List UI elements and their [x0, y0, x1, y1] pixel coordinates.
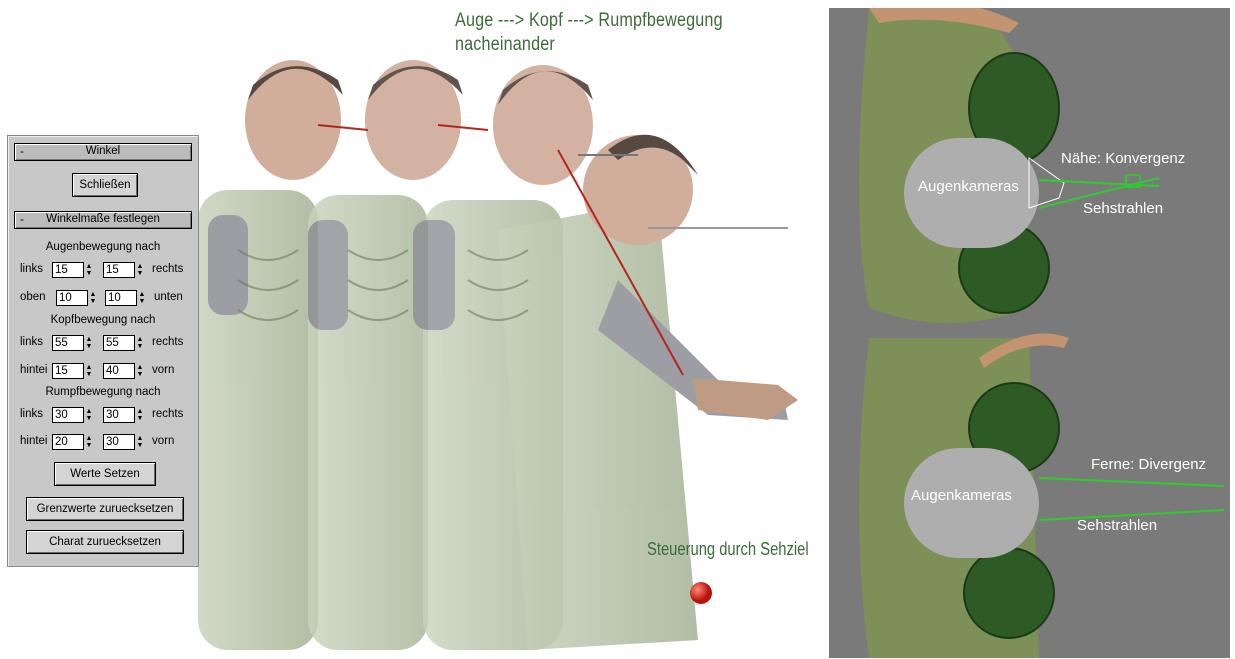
torso-back-label: hintei [20, 435, 48, 447]
character-sequence-scene [198, 0, 818, 659]
head-left-spinner[interactable]: 55▲▼ [52, 335, 96, 351]
spinner-arrows-icon[interactable]: ▲▼ [135, 364, 145, 378]
head-right-label: rechts [152, 336, 183, 348]
head-back-label: hintei [20, 364, 48, 376]
upper-rays-label: Sehstrahlen [1083, 200, 1163, 217]
torso-forward-spinner[interactable]: 30▲▼ [103, 434, 147, 450]
eye-down-label: unten [154, 291, 183, 303]
torso-left-label: links [20, 408, 43, 420]
eye-right-label: rechts [152, 263, 183, 275]
torso-forward-label: vorn [152, 435, 174, 447]
spinner-arrows-icon[interactable]: ▲▼ [84, 435, 94, 449]
eye-heading: Augenbewegung nach [8, 241, 198, 253]
torso-right-label: rechts [152, 408, 183, 420]
spinner-arrows-icon[interactable]: ▲▼ [84, 336, 94, 350]
gaze-target-sphere[interactable] [688, 580, 714, 606]
spinner-arrows-icon[interactable]: ▲▼ [84, 408, 94, 422]
lower-rays-label: Sehstrahlen [1077, 517, 1157, 534]
torso-right-spinner[interactable]: 30▲▼ [103, 407, 147, 423]
eye-left-spinner[interactable]: 15▲▼ [52, 262, 96, 278]
spinner-arrows-icon[interactable]: ▲▼ [135, 435, 145, 449]
reset-character-button[interactable]: Charat zuruecksetzen [26, 530, 184, 554]
head-forward-spinner[interactable]: 40▲▼ [103, 363, 147, 379]
eye-down-spinner[interactable]: 10▲▼ [105, 290, 149, 306]
eye-up-spinner[interactable]: 10▲▼ [56, 290, 100, 306]
angle-control-panel: - Winkel Schließen - Winkelmaße festlege… [7, 135, 199, 567]
head-right-spinner[interactable]: 55▲▼ [103, 335, 147, 351]
set-values-button[interactable]: Werte Setzen [54, 462, 156, 486]
spinner-arrows-icon[interactable]: ▲▼ [137, 291, 147, 305]
head-forward-label: vorn [152, 364, 174, 376]
eye-left-label: links [20, 263, 43, 275]
rollout-title: Winkelmaße festlegen [15, 213, 191, 225]
spinner-arrows-icon[interactable]: ▲▼ [88, 291, 98, 305]
torso-heading: Rumpfbewegung nach [8, 386, 198, 398]
lower-mode-label: Ferne: Divergenz [1091, 456, 1206, 473]
spinner-arrows-icon[interactable]: ▲▼ [135, 408, 145, 422]
top-view-viewport[interactable]: Augenkameras Nähe: Konvergenz Sehstrahle… [829, 8, 1230, 658]
head-heading: Kopfbewegung nach [8, 314, 198, 326]
reset-limits-button[interactable]: Grenzwerte zuruecksetzen [26, 497, 184, 521]
upper-cameras-label: Augenkameras [918, 178, 1019, 195]
spinner-arrows-icon[interactable]: ▲▼ [84, 364, 94, 378]
spinner-arrows-icon[interactable]: ▲▼ [84, 263, 94, 277]
torso-left-spinner[interactable]: 30▲▼ [52, 407, 96, 423]
spinner-arrows-icon[interactable]: ▲▼ [135, 263, 145, 277]
head-back-spinner[interactable]: 15▲▼ [52, 363, 96, 379]
target-control-label: Steuerung durch Sehziel [647, 539, 809, 560]
rollout-title: Winkel [15, 145, 191, 157]
upper-mode-label: Nähe: Konvergenz [1061, 150, 1185, 167]
head-left-label: links [20, 336, 43, 348]
eye-right-spinner[interactable]: 15▲▼ [103, 262, 147, 278]
close-button[interactable]: Schließen [72, 173, 138, 197]
top-view-scene [829, 8, 1230, 658]
torso-back-spinner[interactable]: 20▲▼ [52, 434, 96, 450]
rollout-winkelmasse[interactable]: - Winkelmaße festlegen [14, 211, 192, 229]
lower-cameras-label: Augenkameras [911, 487, 1012, 504]
rollout-winkel[interactable]: - Winkel [14, 143, 192, 161]
spinner-arrows-icon[interactable]: ▲▼ [135, 336, 145, 350]
eye-up-label: oben [20, 291, 46, 303]
